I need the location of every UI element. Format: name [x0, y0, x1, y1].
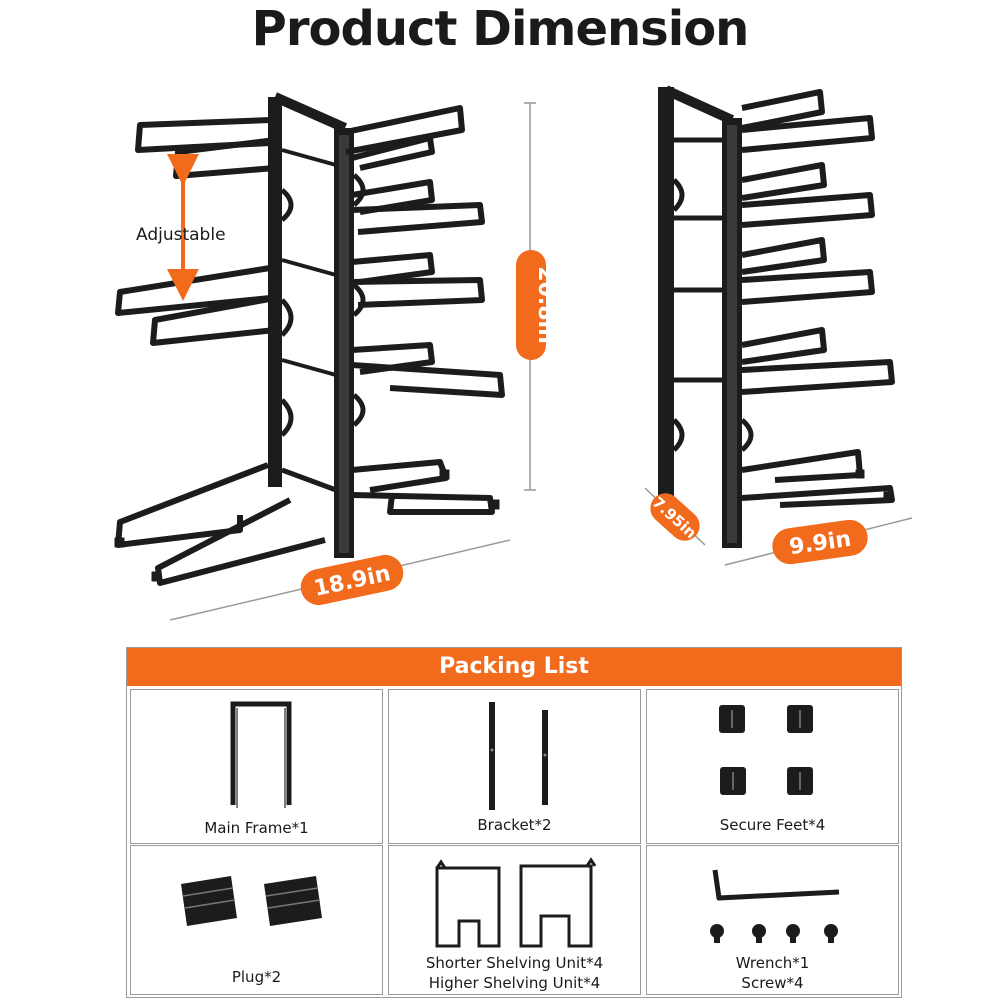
- item-label: Wrench*1: [735, 954, 810, 972]
- rack-front-view-icon: [114, 92, 505, 586]
- item-label: Shorter Shelving Unit*4: [425, 954, 604, 972]
- plug-icon: [181, 876, 322, 926]
- packing-item-shelving-unit: Shorter Shelving Unit*4 Higher Shelving …: [388, 845, 641, 995]
- item-label-secondary: Higher Shelving Unit*4: [428, 974, 601, 992]
- bracket-icon: [489, 702, 548, 810]
- rack-side-view-icon: [658, 85, 895, 548]
- adjustable-label: Adjustable: [136, 225, 226, 245]
- wrench-screw-icon: [710, 869, 840, 943]
- main-frame-icon: [230, 701, 292, 808]
- item-label: Bracket*2: [477, 816, 552, 834]
- packing-item-secure-feet: Secure Feet*4: [646, 689, 899, 844]
- item-label: Secure Feet*4: [719, 816, 826, 834]
- width-badge: [300, 554, 404, 606]
- packing-item-bracket: Bracket*2: [388, 689, 641, 844]
- height-value: 20.8in: [533, 266, 558, 343]
- shelving-unit-icon: [435, 857, 597, 948]
- item-label-secondary: Screw*4: [741, 974, 804, 992]
- unit-width-badge: [772, 519, 868, 565]
- packing-list-header: Packing List: [127, 648, 901, 686]
- packing-item-wrench-screw: Wrench*1 Screw*4: [646, 845, 899, 995]
- packing-list: Packing List Main Frame*1 Bracket*2: [126, 647, 902, 998]
- item-label: Main Frame*1: [204, 819, 309, 837]
- packing-item-plug: Plug*2: [130, 845, 383, 995]
- product-dimension-illustration: Adjustable 20.8in 18.9in: [114, 85, 913, 621]
- height-badge: [516, 250, 546, 360]
- item-label: Plug*2: [231, 968, 282, 986]
- depth-badge: [650, 493, 700, 541]
- secure-feet-icon: [719, 705, 813, 795]
- packing-item-main-frame: Main Frame*1: [130, 689, 383, 844]
- page-title: Product Dimension: [251, 1, 750, 57]
